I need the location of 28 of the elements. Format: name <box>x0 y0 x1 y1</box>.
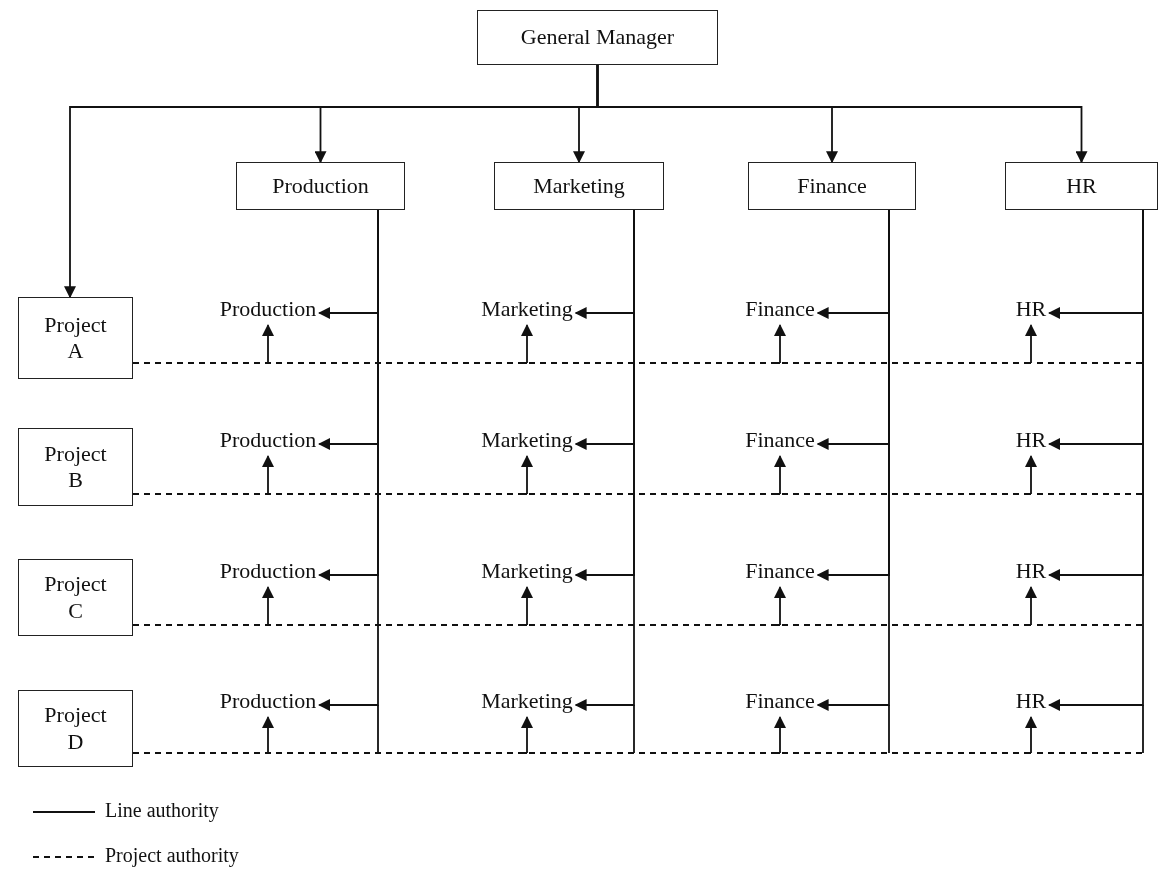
function-label: Marketing <box>481 426 573 454</box>
function-label: Production <box>219 426 317 454</box>
function-label: Finance <box>745 426 815 454</box>
function-label: HR <box>1015 295 1047 323</box>
function-label: Marketing <box>481 295 573 323</box>
manager-box: General Manager <box>477 10 718 65</box>
function-label: Marketing <box>481 687 573 715</box>
function-label: HR <box>1015 426 1047 454</box>
department-box: Production <box>236 162 405 210</box>
department-box: Finance <box>748 162 916 210</box>
function-label: Production <box>219 295 317 323</box>
function-label: HR <box>1015 687 1047 715</box>
project-box: Project B <box>18 428 133 506</box>
function-label: Production <box>219 687 317 715</box>
department-box: Marketing <box>494 162 664 210</box>
arrow <box>596 64 1088 164</box>
project-box: Project D <box>18 690 133 767</box>
function-label: Production <box>219 557 317 585</box>
project-box: Project A <box>18 297 133 379</box>
function-label: Finance <box>745 687 815 715</box>
legend-text: Line authority <box>105 799 219 822</box>
function-label: Finance <box>745 295 815 323</box>
function-label: HR <box>1015 557 1047 585</box>
function-label: Marketing <box>481 557 573 585</box>
project-box: Project C <box>18 559 133 636</box>
legend-text: Project authority <box>105 844 239 867</box>
function-label: Finance <box>745 557 815 585</box>
department-box: HR <box>1005 162 1158 210</box>
